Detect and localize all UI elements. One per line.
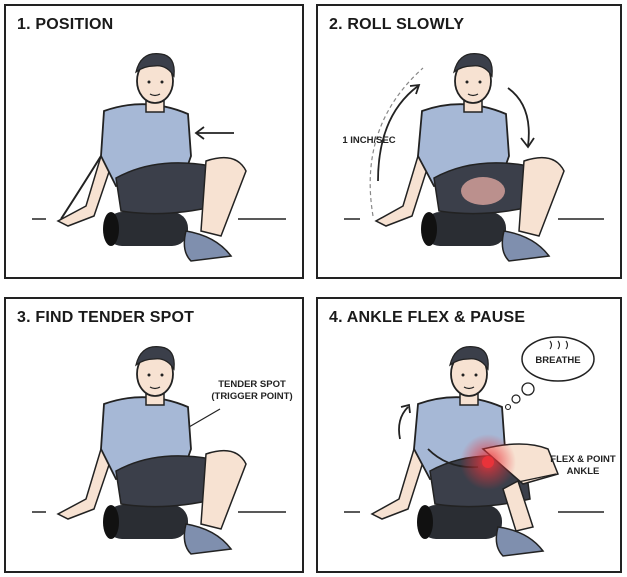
bubble-text: BREATHE — [535, 355, 581, 366]
figure-illustration — [344, 53, 604, 262]
flex-point-annotation: FLEX & POINT ANKLE — [550, 454, 616, 477]
pain-highlight-core — [482, 456, 494, 468]
tender-spot-annotation: TENDER SPOT (TRIGGER POINT) — [211, 379, 293, 402]
foam-roller — [103, 212, 188, 246]
arrow-curved-up-icon — [398, 403, 411, 440]
panel-ankle-flex-pause: 4. ANKLE FLEX & PAUSE — [316, 297, 622, 573]
person — [374, 53, 565, 262]
figure-illustration — [32, 53, 286, 262]
figure-illustration — [344, 336, 604, 557]
arrow-left-icon — [194, 126, 234, 140]
person — [56, 346, 247, 555]
foam-roller — [417, 505, 502, 539]
panel-title: 1. POSITION — [17, 16, 114, 33]
person — [56, 53, 247, 262]
panel-roll-slowly: 2. ROLL SLOWLY — [316, 4, 622, 279]
arrow-curved-down-icon — [507, 87, 535, 149]
leader-line — [517, 473, 557, 483]
foam-roller — [421, 212, 506, 246]
dashed-motion-path — [369, 67, 424, 217]
panel-position: 1. POSITION — [4, 4, 304, 279]
leader-line — [188, 408, 221, 428]
foam-roller — [103, 505, 188, 539]
panel-find-tender-spot: 3. FIND TENDER SPOT TENDER SPOT (TRIGGER… — [4, 297, 304, 573]
arrow-curved-up-icon — [377, 83, 421, 182]
steam-icon — [549, 340, 569, 350]
panel-title: 2. ROLL SLOWLY — [329, 16, 465, 33]
panel-title: 3. FIND TENDER SPOT — [17, 309, 195, 326]
speed-annotation: 1 INCH/SEC — [342, 135, 396, 146]
panel-title: 4. ANKLE FLEX & PAUSE — [329, 309, 526, 326]
figure-illustration — [32, 346, 286, 555]
thought-bubble — [504, 336, 595, 411]
